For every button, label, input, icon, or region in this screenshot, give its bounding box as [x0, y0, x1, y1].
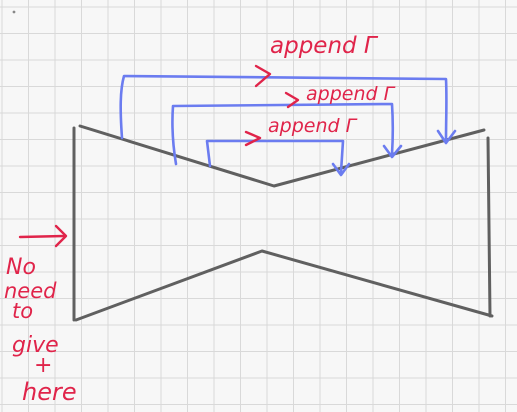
note-line-3: to — [12, 299, 33, 323]
low-red-arrow — [244, 130, 262, 147]
skip-connections — [119, 74, 457, 177]
skip-arrow-outer-head — [436, 129, 457, 145]
append-label-middle: append Γ — [306, 83, 396, 105]
note-line-4: give — [12, 333, 59, 358]
note-line-1: No — [6, 255, 36, 280]
left-red-arrow-head — [54, 224, 68, 248]
right-edge — [486, 136, 492, 318]
note-line-6: here — [22, 378, 77, 406]
note-line-2: need — [4, 279, 57, 303]
append-label-top: append Γ — [270, 33, 379, 59]
skip-arrow-inner-head — [331, 162, 351, 177]
skip-arrow-outer — [119, 74, 448, 142]
append-label-low: append Γ — [268, 115, 358, 137]
middle-red-arrow — [284, 91, 300, 109]
skip-arrow-middle-head — [382, 144, 403, 159]
left-red-arrow-shaft — [18, 234, 66, 239]
lower-inverted-v-line — [74, 249, 494, 322]
unet-shape — [72, 124, 494, 322]
note-line-5: + — [34, 353, 52, 378]
annotation-arrows — [18, 64, 300, 248]
top-red-arrow — [254, 64, 272, 88]
stray-dot — [12, 10, 16, 14]
skip-arrow-middle — [171, 102, 395, 166]
upper-v-line — [78, 124, 486, 188]
skip-arrow-inner — [205, 139, 345, 174]
